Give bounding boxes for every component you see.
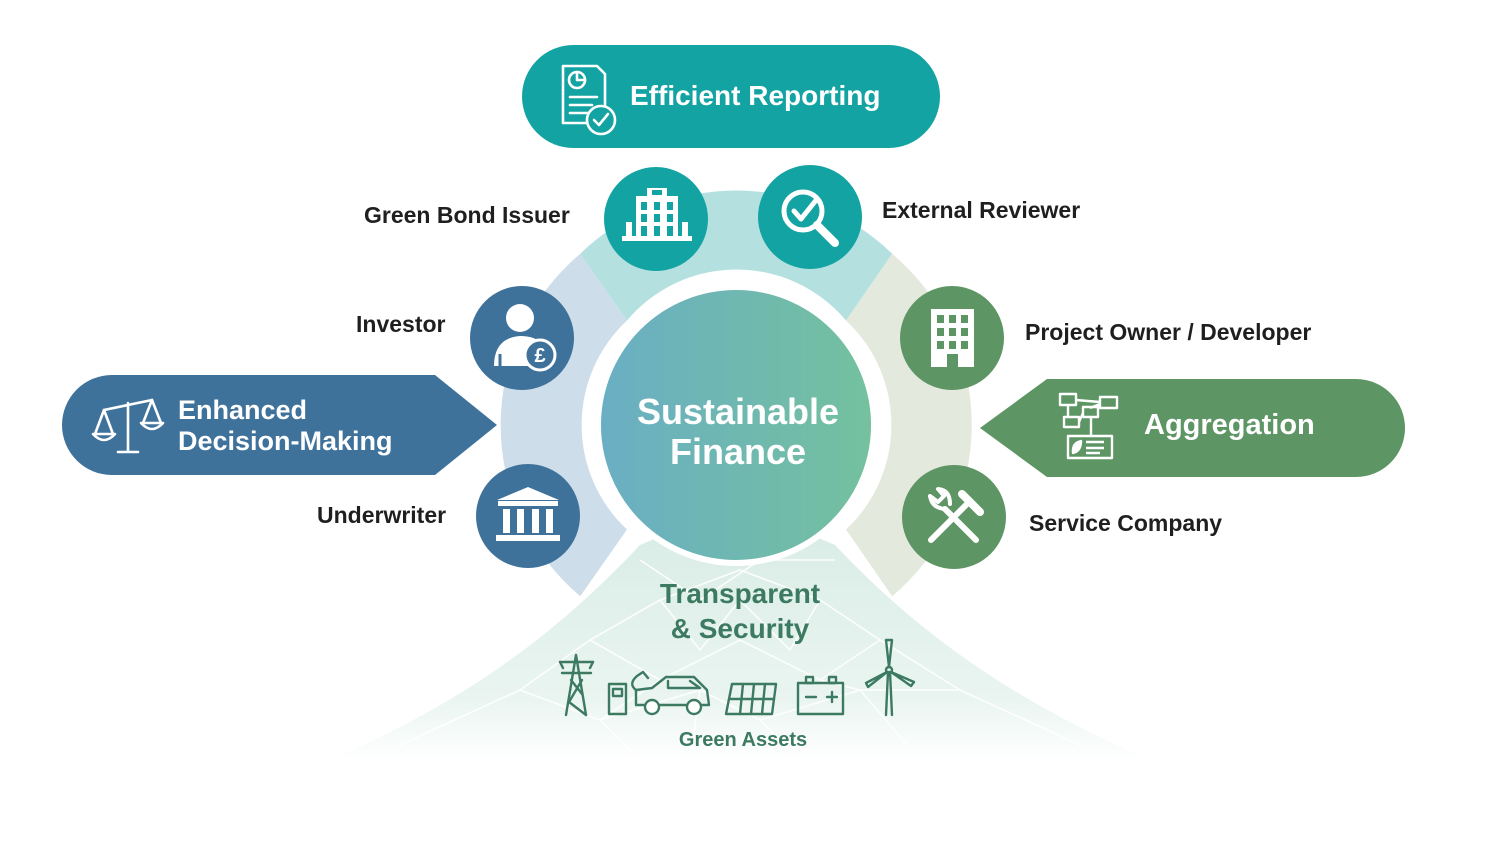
efficient-reporting-label: Efficient Reporting — [630, 80, 881, 111]
building-icon — [622, 188, 692, 241]
enhanced-decision-making-label-line1: Enhanced — [178, 395, 308, 425]
office-building-icon — [931, 309, 974, 367]
efficient-reporting-pill — [522, 45, 940, 148]
external-reviewer-label: External Reviewer — [882, 197, 1081, 223]
bank-icon — [496, 487, 560, 541]
scales-icon — [91, 398, 165, 454]
green-bond-issuer-label: Green Bond Issuer — [364, 202, 570, 228]
center-title-line2: Finance — [669, 431, 807, 472]
external-reviewer-circle — [758, 165, 862, 269]
green-assets-label: Green Assets — [678, 729, 808, 751]
service-company-label: Service Company — [1029, 510, 1223, 536]
battery-icon — [796, 675, 845, 716]
aggregation-label: Aggregation — [1144, 409, 1315, 441]
solar-panel-icon — [724, 682, 778, 716]
investor-pound-icon: £ — [494, 304, 557, 372]
svg-text:£: £ — [534, 345, 545, 367]
project-owner-label: Project Owner / Developer — [1025, 319, 1312, 345]
electric-car-icon — [631, 670, 711, 716]
enhanced-decision-making-label-line2: Decision-Making — [178, 426, 393, 456]
green-assets-mound — [330, 522, 1150, 761]
green-assets-icons — [558, 638, 916, 717]
wind-turbine-icon — [864, 638, 916, 717]
security-label: & Security — [670, 613, 810, 644]
transparent-label: Transparent — [659, 578, 821, 609]
center-title-line1: Sustainable — [636, 391, 840, 432]
underwriter-circle — [476, 464, 580, 568]
investor-label: Investor — [356, 311, 446, 337]
power-pylon-icon — [558, 653, 595, 717]
report-check-icon — [561, 64, 617, 136]
center-circle — [595, 284, 877, 566]
magnifier-check-icon — [781, 189, 839, 247]
enhanced-decision-making-pill — [62, 375, 497, 475]
network-icon — [1058, 392, 1119, 460]
ev-charger-icon — [607, 682, 628, 716]
underwriter-label: Underwriter — [317, 502, 447, 528]
tools-icon — [928, 487, 984, 543]
